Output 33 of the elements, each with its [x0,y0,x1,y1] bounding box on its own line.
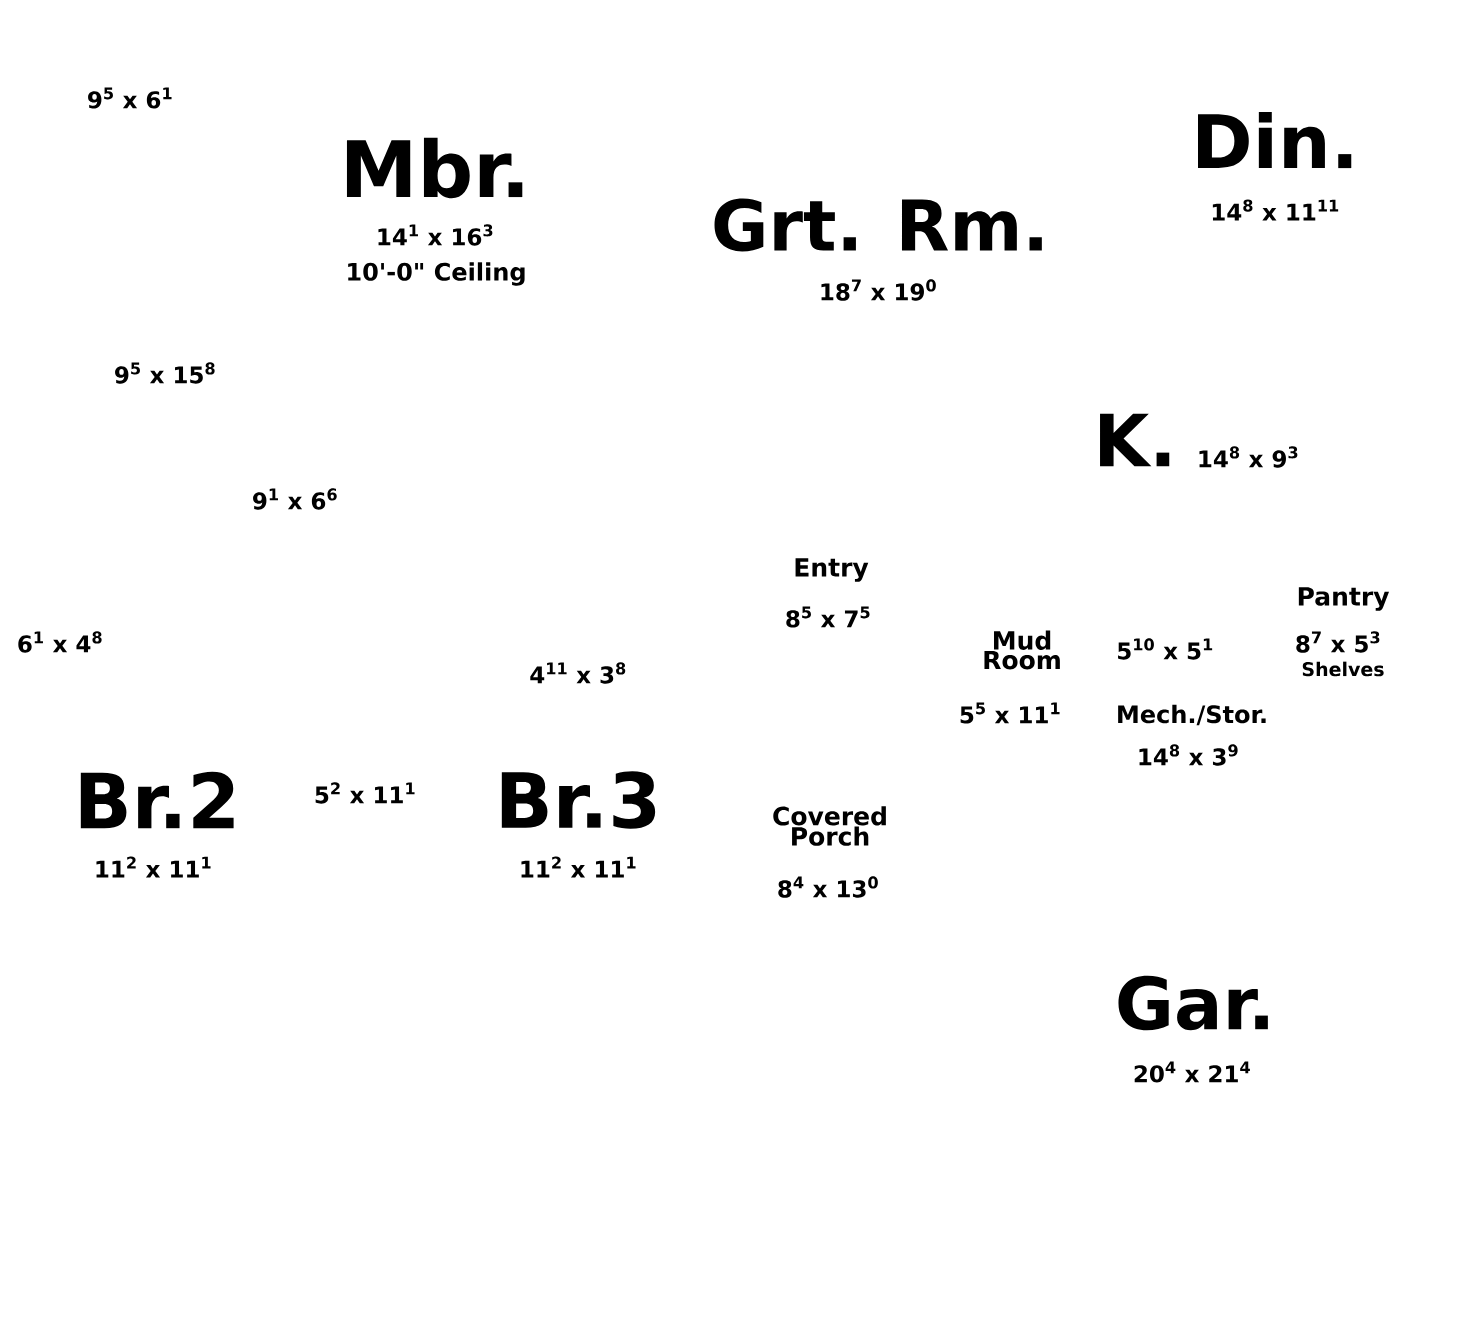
room-dimensions: 9$^{5}$ x 15$^{8}$ [115,362,215,384]
room-dimensions: 9$^{5}$ x 6$^{1}$ [88,87,172,109]
room-label: Shelves [1302,661,1384,677]
room-name: Gar. [1118,975,1268,1031]
room-label: Pantry [1298,587,1390,611]
room-dimensions: 5$^{2}$ x 11$^{1}$ [315,782,415,804]
room-dimensions: 4$^{11}$ x 3$^{8}$ [530,662,626,684]
room-dimensions: 11$^{2}$ x 11$^{1}$ [96,856,211,878]
room-dimensions: 6$^{1}$ x 4$^{8}$ [18,631,102,653]
room-label: Mud Room [984,630,1060,670]
room-dimensions: 14$^{8}$ x 9$^{3}$ [1199,446,1298,468]
room-dimensions: 9$^{1}$ x 6$^{6}$ [253,488,337,510]
room-name: Br.3 [501,771,656,829]
room-dimensions: 5$^{5}$ x 11$^{1}$ [960,702,1060,724]
room-label: Covered Porch [773,806,886,846]
room-dimensions: 8$^{7}$ x 5$^{3}$ [1296,631,1380,653]
room-dimensions: 14$^{1}$ x 16$^{3}$ [378,224,493,246]
room-name: Br.2 [80,771,234,829]
room-dimensions: 20$^{4}$ x 21$^{4}$ [1134,1061,1250,1083]
room-name: Mbr. [346,137,523,199]
room-dimensions: 8$^{5}$ x 7$^{5}$ [786,606,870,628]
room-name: K. [1100,413,1170,467]
room-dimensions: 11$^{2}$ x 11$^{1}$ [521,856,636,878]
room-label: 10'-0" Ceiling [348,262,525,286]
room-dimensions: 8$^{4}$ x 13$^{0}$ [778,876,878,898]
room-name: Grt. Rm. [714,198,1042,252]
room-dimensions: 14$^{8}$ x 11$^{11}$ [1212,199,1339,221]
room-dimensions: 18$^{7}$ x 19$^{0}$ [821,279,936,301]
room-name: Din. [1198,111,1352,169]
room-label: Entry [795,558,869,582]
room-dimensions: 14$^{8}$ x 3$^{9}$ [1139,744,1238,766]
room-dimensions: 5$^{10}$ x 5$^{1}$ [1118,638,1213,660]
room-label: Mech./Stor. [1118,704,1266,726]
